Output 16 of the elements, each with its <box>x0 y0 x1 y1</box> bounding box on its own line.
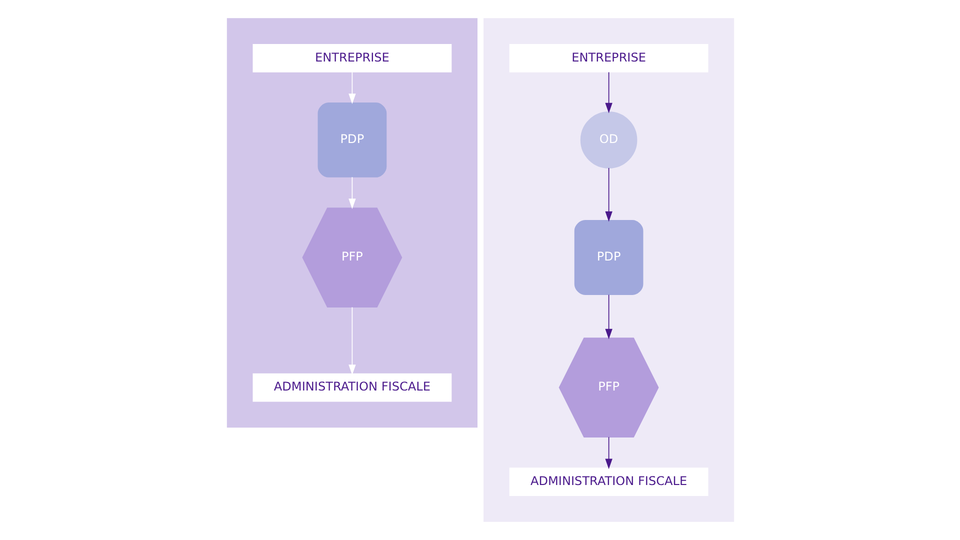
arrow <box>604 168 612 222</box>
node-box: ADMINISTRATION FISCALE <box>252 373 452 402</box>
node-box: ENTREPRISE <box>508 44 708 72</box>
arrow <box>604 294 612 340</box>
arrow <box>604 72 612 114</box>
cluster <box>226 18 477 428</box>
arrow <box>604 436 612 470</box>
arrow <box>348 176 356 210</box>
arrow <box>348 306 356 375</box>
arrow <box>348 72 356 104</box>
cluster <box>483 18 734 522</box>
node-circle: OD <box>580 112 637 168</box>
node-box: ENTREPRISE <box>252 44 452 72</box>
node-box: ADMINISTRATION FISCALE <box>508 468 708 496</box>
node-box: PDP <box>317 102 386 178</box>
node-box: PDP <box>574 220 643 295</box>
